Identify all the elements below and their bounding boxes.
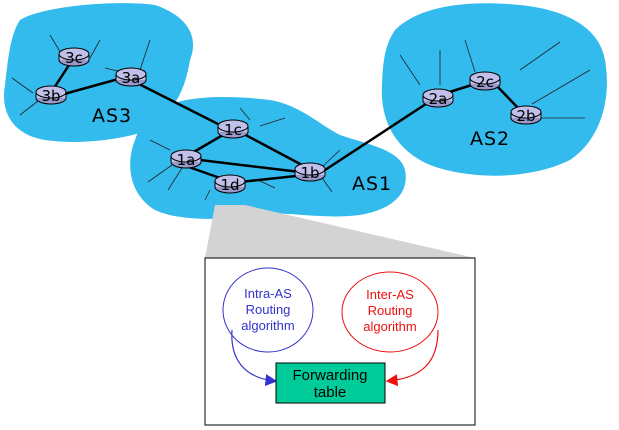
as2-label: AS2: [470, 128, 510, 150]
router-1d[interactable]: 1d: [214, 174, 246, 194]
as3-label: AS3: [92, 105, 132, 127]
router-label: 1d: [220, 176, 239, 194]
inter-as-line-1: Inter-AS: [366, 287, 414, 302]
router-label: 3c: [65, 49, 83, 67]
router-1c[interactable]: 1c: [217, 119, 249, 139]
router-2c[interactable]: 2c: [469, 71, 501, 91]
inter-as-oval: [341, 271, 439, 353]
forwarding-table-box: [275, 362, 386, 404]
router-label: 1b: [300, 164, 319, 182]
router-1a[interactable]: 1a: [170, 149, 202, 169]
as1-label: AS1: [352, 173, 392, 195]
zoom-projection: [205, 205, 475, 258]
intra-as-line-3: algorithm: [241, 318, 294, 333]
router-2a[interactable]: 2a: [422, 88, 454, 108]
router-label: 3a: [122, 69, 141, 87]
inter-as-arrow: [385, 329, 439, 387]
as2-cloud: [381, 3, 607, 176]
router-label: 1c: [224, 121, 242, 139]
router-label: 2c: [476, 73, 494, 91]
router-label: 2a: [429, 90, 448, 108]
router-3c[interactable]: 3c: [58, 47, 90, 67]
router-2b[interactable]: 2b: [510, 105, 542, 125]
intra-as-arrow: [231, 329, 278, 387]
as1-cloud: [130, 97, 406, 219]
intra-as-line-2: Routing: [246, 302, 291, 317]
router-label: 3b: [41, 87, 60, 105]
router-label: 1a: [177, 151, 196, 169]
inter-as-line-2: Routing: [368, 303, 413, 318]
router-links: [52, 61, 521, 184]
router-1b[interactable]: 1b: [294, 162, 326, 182]
router-3a[interactable]: 3a: [115, 67, 147, 87]
router-3b[interactable]: 3b: [35, 85, 67, 105]
inter-as-line-3: algorithm: [363, 319, 416, 334]
router-label: 2b: [516, 107, 535, 125]
intra-as-line-1: Intra-AS: [244, 286, 292, 301]
forwarding-table-line-1: Forwarding: [292, 367, 367, 384]
forwarding-table-line-2: table: [314, 384, 347, 401]
intra-as-oval: [222, 267, 314, 353]
